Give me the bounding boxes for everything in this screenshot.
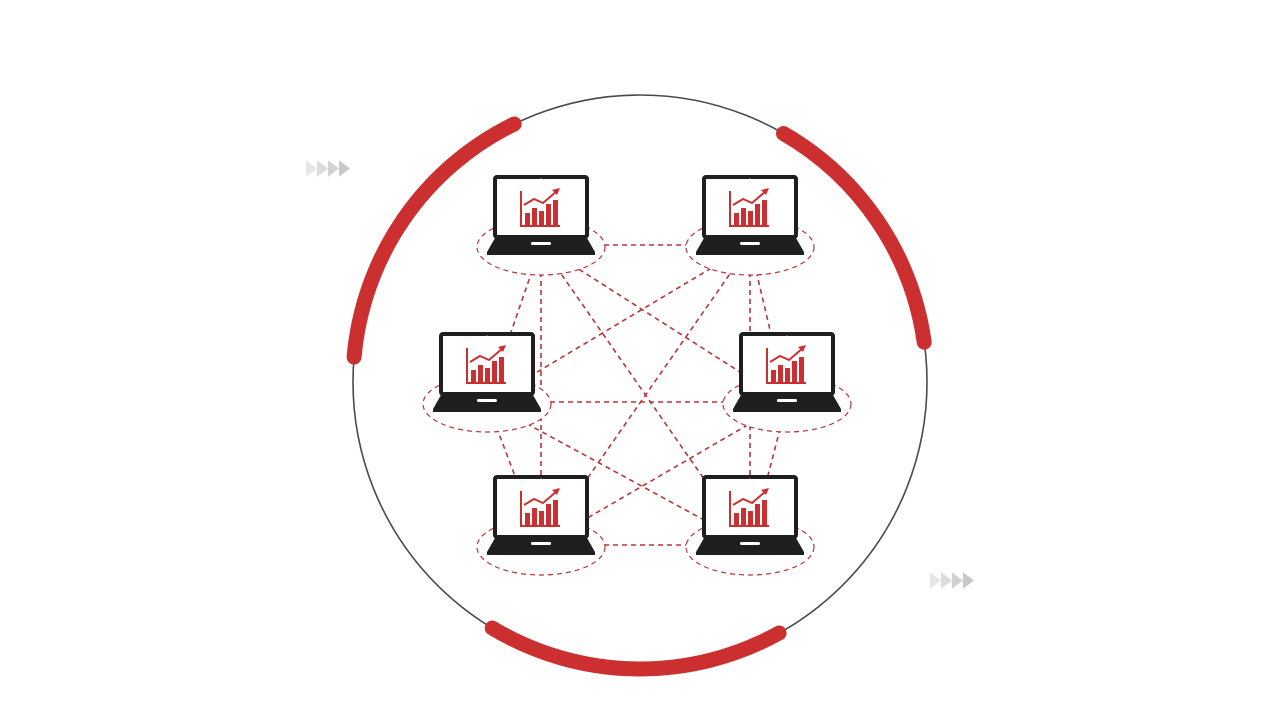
laptop-node-middle-left: [422, 332, 552, 433]
chevron-right-icon: [941, 572, 952, 589]
chevron-right-icon: [952, 572, 963, 589]
laptop-node-middle-right: [722, 332, 852, 433]
network-link: [749, 401, 788, 546]
laptop-growth-chart-icon: [487, 175, 595, 255]
chevron-right-icon: [328, 160, 339, 177]
network-link: [540, 244, 751, 546]
accent-arc: [346, 116, 522, 365]
accent-arc: [776, 126, 932, 350]
chevron-right-icon: [930, 572, 941, 589]
chevron-right-icon: [306, 160, 317, 177]
decorative-chevrons-bottom-right: [930, 572, 974, 589]
accent-arc: [484, 620, 787, 677]
laptop-growth-chart-icon: [487, 475, 595, 555]
laptop-growth-chart-icon: [433, 332, 541, 412]
laptop-node-top-left: [476, 175, 606, 276]
decorative-chevrons-top-left: [306, 160, 350, 177]
laptop-growth-chart-icon: [696, 475, 804, 555]
laptop-node-top-right: [685, 175, 815, 276]
chevron-right-icon: [339, 160, 350, 177]
laptop-node-bottom-left: [476, 475, 606, 576]
laptop-node-bottom-right: [685, 475, 815, 576]
laptop-growth-chart-icon: [696, 175, 804, 255]
accent-arcs: [346, 116, 932, 677]
network-nodes: [422, 175, 852, 576]
chevron-right-icon: [963, 572, 974, 589]
laptop-growth-chart-icon: [733, 332, 841, 412]
chevron-right-icon: [317, 160, 328, 177]
network-link: [486, 401, 751, 546]
